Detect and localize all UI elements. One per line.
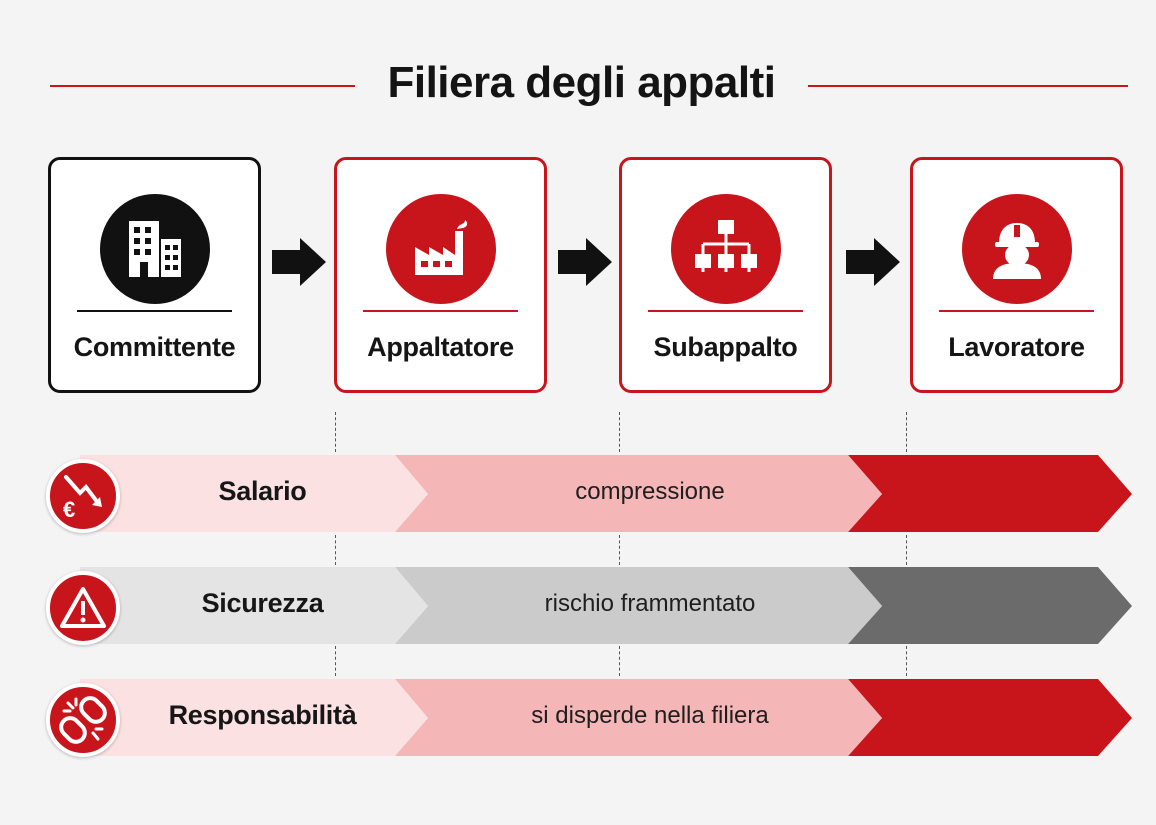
guide-line (906, 646, 907, 676)
stage-appaltatore: Appaltatore (334, 157, 547, 393)
stage-divider (939, 310, 1094, 312)
guide-line (619, 412, 620, 452)
stage-divider (648, 310, 803, 312)
guide-line (619, 646, 620, 676)
stage-lavoratore: Lavoratore (910, 157, 1123, 393)
flow-arrow-icon (558, 238, 612, 286)
warning-icon (46, 571, 120, 645)
title-bar: Filiera degli appalti (0, 48, 1156, 128)
row-label: Sicurezza (201, 588, 324, 618)
row-sicurezza: Sicurezza rischio frammentato (0, 560, 1156, 652)
guide-line (619, 535, 620, 565)
row-label: Responsabilità (168, 700, 357, 730)
row-salario: € Salario compressione (0, 448, 1156, 540)
row-label: Salario (218, 476, 307, 506)
stage-label: Lavoratore (948, 332, 1085, 362)
factory-icon (385, 194, 496, 304)
row-description: compressione (575, 478, 725, 505)
stage-label: Appaltatore (367, 332, 514, 362)
title-rule-left (50, 85, 355, 87)
guide-line (335, 412, 336, 452)
stage-subappalto: Subappalto (619, 157, 832, 393)
worker-helmet-icon (961, 194, 1072, 304)
guide-line (335, 535, 336, 565)
euro-decline-icon: € (46, 459, 120, 533)
title-rule-right (808, 85, 1128, 87)
svg-text:€: € (63, 497, 75, 521)
row-description: rischio frammentato (544, 590, 756, 617)
guide-line (906, 412, 907, 452)
row-responsabilita: Responsabilità si disperde nella filiera (0, 672, 1156, 764)
building-icon (99, 194, 210, 304)
stage-label: Subappalto (653, 332, 798, 362)
flow-arrow-icon (846, 238, 900, 286)
hierarchy-icon (670, 194, 781, 304)
stage-divider (363, 310, 518, 312)
row-description: si disperde nella filiera (531, 702, 769, 729)
page-title: Filiera degli appalti (387, 58, 776, 107)
guide-line (906, 535, 907, 565)
stage-label: Committente (73, 332, 236, 362)
stage-committente: Committente (48, 157, 261, 393)
broken-link-icon (46, 683, 120, 757)
stage-divider (77, 310, 232, 312)
guide-line (335, 646, 336, 676)
flow-arrow-icon (272, 238, 326, 286)
